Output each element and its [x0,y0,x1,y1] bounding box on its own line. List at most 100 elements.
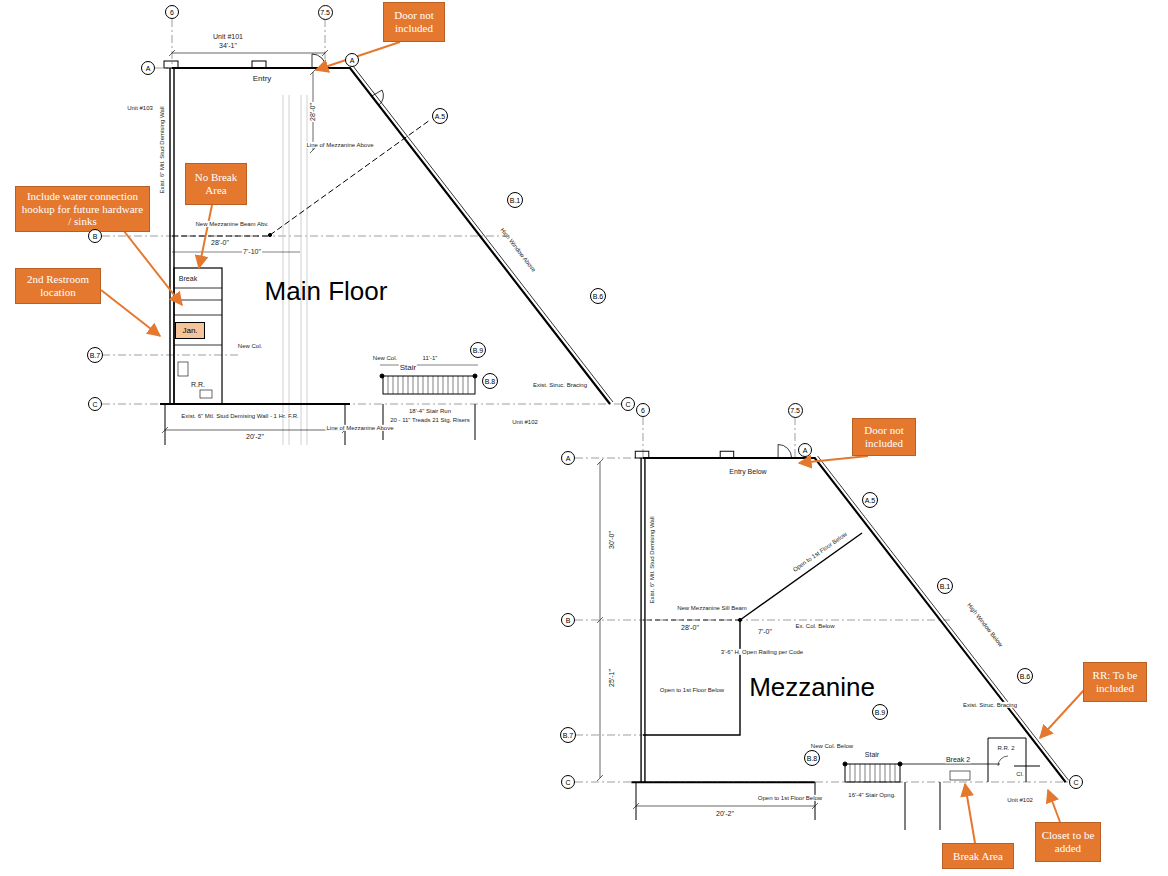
grid-id: B.8 [807,755,818,762]
grid-id: B.9 [473,347,484,354]
grid-id: A.5 [865,497,876,504]
plan-note: 16'-4" Stair Opng. [847,792,896,798]
plan-note: Cl. [1015,771,1024,777]
grid-id: B.7 [563,732,574,739]
plan-note: 28'-0" [210,239,230,246]
grid-id: C [565,779,570,786]
plan-note: 20'-2" [715,810,735,817]
callout-note: Door not included [852,418,916,456]
callout-note: Break Area [942,843,1014,869]
grid-bubble: A [141,61,155,75]
grid-bubble: A [345,53,359,67]
callout-text: No Break Area [190,171,242,196]
plan-note: Unit #102 [1006,797,1034,803]
grid-id: 7.5 [790,407,800,414]
plan-note: 11'-1" [422,355,439,361]
grid-id: B [93,233,98,240]
grid-bubble: B.8 [804,750,820,766]
plan-note: R.R. [190,381,206,388]
plan-note: New Col. [237,343,263,349]
plan-note: 20'-2" [245,433,265,440]
grid-bubble: 7.5 [788,403,803,418]
plan-note: Stair [399,364,417,372]
plan-note: High Window Below [965,601,1004,649]
plan-note: Unit #103 [126,105,154,111]
grid-bubble: 6 [636,403,650,417]
grid-bubble: B.1 [937,578,953,594]
plan-title: Mezzanine [748,674,876,701]
grid-bubble: B.6 [590,288,606,304]
grid-bubble: C [561,775,575,789]
plan-note: 25'-1" [608,668,615,688]
plan-note: Unit #102 [511,419,539,425]
grid-bubble: B [88,229,102,243]
callout-note: Include water connection hookup for futu… [15,186,150,232]
grid-id: A [803,447,808,454]
callout-text: Door not included [857,424,911,449]
grid-id: A [146,65,151,72]
grid-id: B.1 [510,197,521,204]
room-name: Jan. [182,327,197,335]
plan-note: 7'-0" [757,628,773,635]
plan-note: Ex. Col. Below [794,623,835,629]
grid-bubble: C [1069,775,1083,789]
grid-id: B.6 [593,293,604,300]
plan-note: Exist. 6" Mtl. Stud Demising Wall [159,106,165,195]
plan-note: New Mezzanine Sill Beam [676,605,748,611]
grid-id: B.8 [485,378,496,385]
plan-note: Break 2 [945,756,971,763]
grid-bubble: C [621,397,635,411]
grid-bubble: B.1 [507,192,523,208]
plan-note: 28'-0" [680,624,700,631]
callout-text: Door not included [388,9,440,34]
grid-bubble: B.8 [482,373,498,389]
callout-text: Closet to be added [1040,829,1096,854]
plan-note: 18'-4" Stair Run [408,408,452,414]
grid-bubble: A.5 [862,492,878,508]
grid-bubble: C [88,397,102,411]
plan-note: Line of Mezzanine Above [305,142,374,148]
plan-note: Break [178,275,198,282]
plan-note: 34'-1" [218,42,238,49]
plan-note: 28'-0" [309,102,316,122]
grid-id: 6 [170,9,174,16]
grid-bubble: A [561,451,575,465]
plan-note: Exist. 6" Mtl. Stud Demising Wall - 1 Hr… [180,413,299,419]
callout-note: Door not included [383,2,445,42]
grid-bubble: B [561,613,575,627]
grid-bubble: 6 [165,5,179,19]
grid-bubble: B.7 [560,727,576,743]
plan-note: Exist. Struc. Bracing [962,702,1018,708]
grid-bubble: B.9 [872,704,888,720]
plan-note: Open to 1st Floor Below [659,687,725,693]
grid-bubble: B.9 [470,342,486,358]
grid-bubble: 7.5 [318,5,333,20]
callout-text: Break Area [953,850,1003,863]
callout-note: Closet to be added [1035,822,1101,862]
callout-text: RR: To be included [1088,669,1142,694]
plan-note: 7'-10" [242,248,262,255]
plan-note: Line of Mezzanine Above [325,425,394,431]
grid-id: C [92,401,97,408]
callout-note: No Break Area [185,163,247,205]
callout-note: 2nd Restroom location [15,268,101,304]
grid-id: B.6 [1020,673,1031,680]
plan-note: New Mezzanine Beam Abv. [195,221,270,227]
plan-note: 3'-6" H. Open Railing per Code [720,649,804,655]
plan-title: Main Floor [264,278,389,305]
grid-id: B.7 [90,352,101,359]
grid-id: A [350,57,355,64]
callout-note: RR: To be included [1083,662,1147,702]
grid-id: B.9 [875,709,886,716]
grid-id: C [625,401,630,408]
grid-id: C [1073,779,1078,786]
callout-text: Include water connection hookup for futu… [20,190,145,228]
grid-id: A.5 [435,113,446,120]
grid-id: 6 [641,407,645,414]
plan-note: R.R. 2 [996,745,1015,751]
plan-note: Entry [252,75,273,83]
plan-note: Exist. Struc. Bracing [532,382,588,388]
plan-note: 30'-0" [608,530,615,550]
